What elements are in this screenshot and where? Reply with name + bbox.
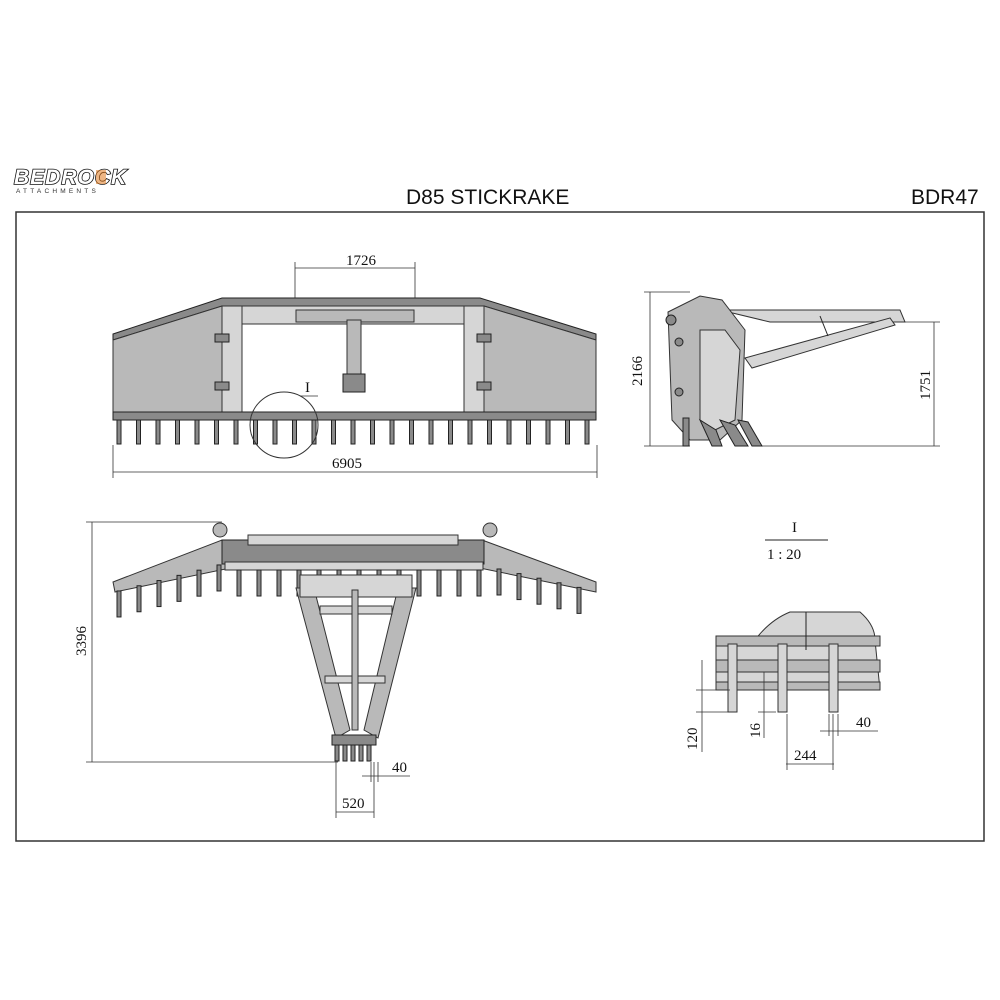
plan-tine <box>136 585 142 613</box>
front-tine <box>311 419 317 445</box>
drawing-title: D85 STICKRAKE <box>406 186 569 209</box>
front-tine <box>331 419 336 445</box>
front-tine <box>272 419 278 445</box>
plan-right-wing <box>469 539 597 593</box>
front-right-panel <box>483 305 597 419</box>
dim-2166: 2166 <box>630 356 646 387</box>
side-brace <box>744 317 896 369</box>
front-tine <box>136 419 141 445</box>
logo-sub-text: ATTACHMENTS <box>16 188 99 195</box>
detail-scale: 1 : 20 <box>767 547 801 563</box>
plan-tine <box>556 582 562 610</box>
front-tine <box>389 419 395 445</box>
dim-6905: 6905 <box>332 456 362 472</box>
plan-tine <box>256 569 262 597</box>
plan-tine <box>456 569 462 597</box>
front-tine <box>350 419 356 445</box>
plan-tine <box>196 569 202 597</box>
side-view: 2166 1751 <box>630 291 940 447</box>
bedrock-logo: BEDROCK ATTACHMENTS <box>13 165 128 195</box>
dim-520: 520 <box>342 796 365 812</box>
plan-view: 3396 40 <box>74 521 597 818</box>
detail-mark-front: I <box>305 380 310 396</box>
front-tine <box>526 419 531 445</box>
front-tine <box>467 419 473 445</box>
front-tine <box>409 419 414 445</box>
plan-nose-tines <box>331 734 377 762</box>
front-tine <box>545 419 551 445</box>
dim-3396: 3396 <box>74 626 90 657</box>
front-tine <box>487 419 492 445</box>
plan-tine <box>436 569 442 597</box>
front-tine <box>370 419 375 445</box>
front-view: 1726 I 6905 <box>112 253 598 478</box>
side-tine <box>698 418 723 447</box>
front-tine <box>116 419 122 445</box>
plan-tine <box>276 569 282 597</box>
detail-mark: I <box>792 520 797 536</box>
detail-tine-2 <box>777 643 788 713</box>
plan-tine <box>176 574 182 602</box>
front-tine <box>292 419 297 445</box>
front-tine <box>448 419 453 445</box>
front-tines <box>116 419 590 445</box>
front-tine <box>214 419 219 445</box>
detail-view: I 1 : 20 120 16 244 40 <box>685 520 881 770</box>
front-left-panel <box>112 305 223 419</box>
plan-tine <box>216 564 222 592</box>
drawing-code: BDR47 <box>911 186 979 209</box>
dim-1751: 1751 <box>918 370 934 400</box>
side-top-arm <box>719 309 906 323</box>
dim-1726: 1726 <box>346 253 377 269</box>
front-tine <box>253 419 258 445</box>
front-tine <box>565 419 570 445</box>
plan-tine <box>536 577 542 605</box>
dim-40-detail: 40 <box>856 715 871 731</box>
dim-120: 120 <box>685 728 701 751</box>
front-tine <box>233 419 239 445</box>
front-tine <box>506 419 512 445</box>
plan-tine <box>496 568 502 596</box>
detail-tine-1 <box>727 643 738 713</box>
plan-tine <box>236 569 242 597</box>
front-tine <box>428 419 434 445</box>
detail-tine-3 <box>828 643 839 713</box>
front-tine <box>155 419 161 445</box>
logo-main-text: BEDROCK <box>14 166 128 189</box>
plan-tine <box>156 580 162 608</box>
dim-16: 16 <box>748 723 764 739</box>
plan-tine <box>576 586 582 614</box>
plan-tine <box>116 590 122 618</box>
plan-tine <box>416 569 422 597</box>
plan-tine <box>476 569 482 597</box>
front-tine <box>194 419 200 445</box>
detail-body <box>715 611 881 691</box>
logo-accent <box>96 170 106 184</box>
dim-40-plan: 40 <box>392 760 407 776</box>
front-tine <box>175 419 180 445</box>
front-bottom-bar <box>112 411 597 421</box>
plan-tine <box>516 573 522 601</box>
detail-circle <box>249 391 319 459</box>
dim-244: 244 <box>794 748 817 764</box>
front-tine <box>584 419 590 445</box>
